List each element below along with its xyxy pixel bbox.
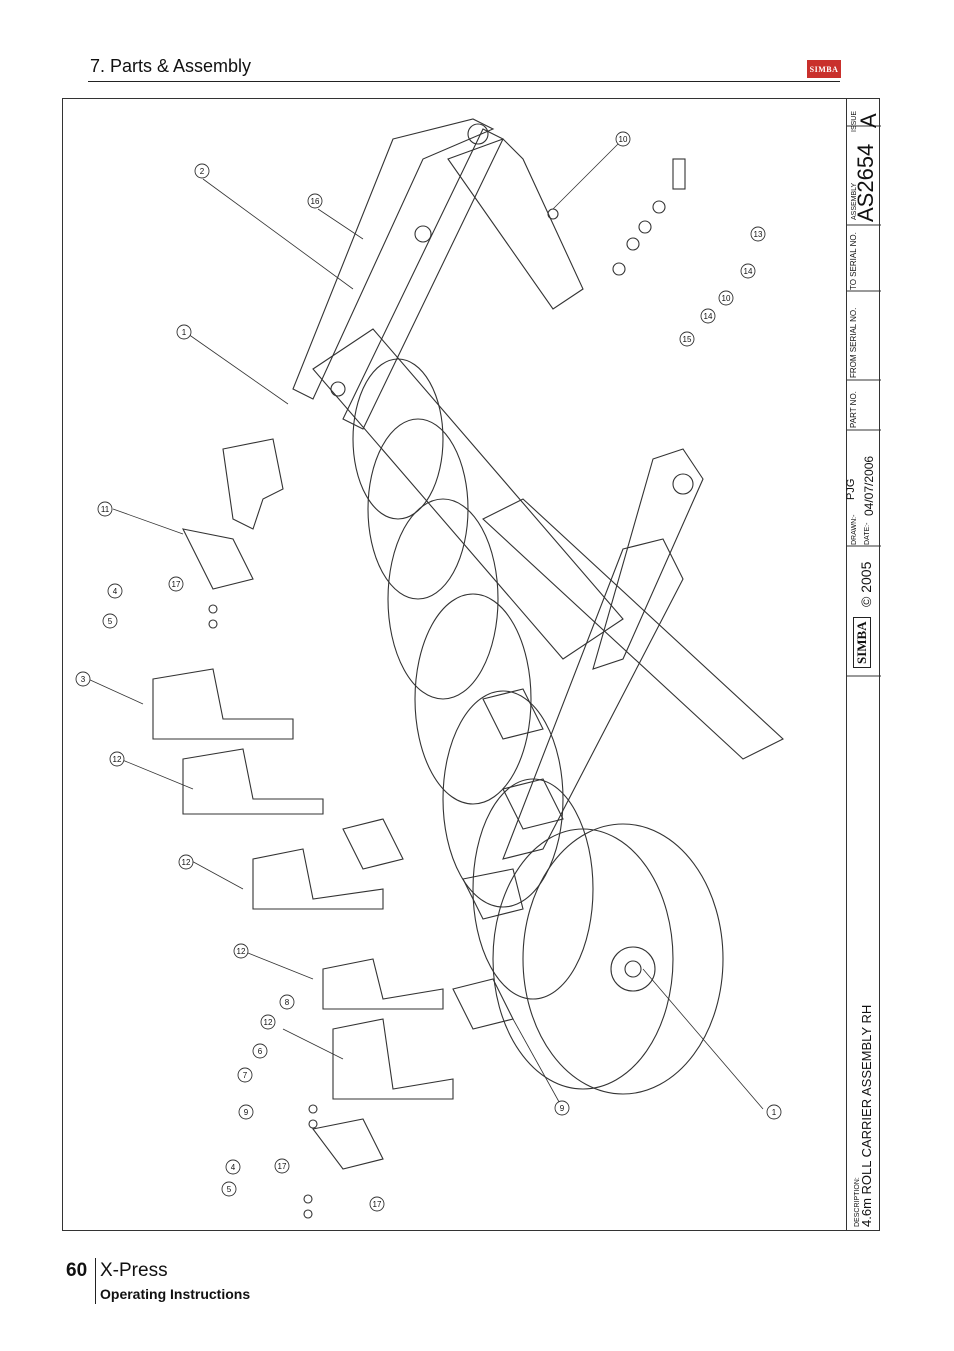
svg-text:2: 2 [200, 167, 205, 176]
page-number: 60 [66, 1260, 88, 1281]
callout-17-c: 17 [369, 1196, 385, 1212]
svg-text:16: 16 [311, 197, 320, 206]
svg-text:14: 14 [704, 312, 713, 321]
assembly-number: AS2654 [853, 143, 878, 222]
callout-1-top: 1 [176, 324, 192, 340]
section-title: 7. Parts & Assembly [90, 56, 252, 76]
pivot-small [330, 381, 346, 397]
svg-text:9: 9 [244, 1108, 249, 1117]
arm-upper [447, 138, 584, 310]
callout-4-b: 4 [225, 1159, 241, 1175]
svg-text:1: 1 [772, 1108, 777, 1117]
callout-13: 13 [750, 226, 766, 242]
callout-5-b: 5 [221, 1181, 237, 1197]
date-value: 04/07/2006 [862, 455, 876, 516]
svg-text:13: 13 [754, 230, 763, 239]
callout-12-a: 12 [109, 751, 125, 767]
callout-2: 2 [194, 163, 210, 179]
callout-15: 15 [679, 331, 695, 347]
svg-text:7: 7 [243, 1071, 248, 1080]
callout-14-a: 14 [740, 263, 756, 279]
title-block [846, 98, 881, 1231]
description-value: 4.6m ROLL CARRIER ASSEMBLY RH [859, 1004, 874, 1227]
drawn-value: PJG [845, 478, 857, 500]
callout-4-a: 4 [107, 583, 123, 599]
callout-17-a: 17 [168, 576, 184, 592]
callout-14-b: 14 [700, 308, 716, 324]
callout-1-b: 1 [766, 1104, 782, 1120]
svg-text:11: 11 [101, 505, 110, 514]
drawing-frame [62, 98, 880, 1231]
callout-6: 6 [252, 1043, 268, 1059]
drawn-label: DRAWN:- [851, 514, 858, 545]
svg-text:6: 6 [258, 1047, 263, 1056]
callout-12-d: 12 [260, 1014, 276, 1030]
document-subtitle: Operating Instructions [100, 1286, 251, 1302]
to-serial-label: TO SERIAL NO. [849, 232, 858, 290]
date-label: DATE:- [864, 522, 871, 545]
callout-9-b: 9 [554, 1100, 570, 1116]
part-no-label: PART NO. [849, 391, 858, 428]
pivot-mid [414, 225, 432, 243]
callout-3: 3 [75, 671, 91, 687]
callout-8: 8 [279, 994, 295, 1010]
arm-lower [592, 448, 704, 670]
callout-9-a: 9 [238, 1104, 254, 1120]
brand-logo: SIMBA [807, 60, 841, 78]
cross-beam-right [482, 498, 784, 760]
issue-value: A [856, 113, 881, 128]
assembly-drawing: 2 16 1 10 13 14 10 14 15 11 17 4 5 3 12 … [75, 118, 784, 1219]
fasteners [208, 158, 686, 1219]
svg-text:1: 1 [182, 328, 187, 337]
svg-text:9: 9 [560, 1104, 565, 1113]
main-frame-beam-long [342, 128, 504, 430]
bracket-group [152, 438, 564, 1170]
svg-text:12: 12 [237, 947, 246, 956]
callout-12-c: 12 [233, 943, 249, 959]
svg-text:4: 4 [231, 1163, 236, 1172]
callout-5-a: 5 [102, 613, 118, 629]
callout-7: 7 [237, 1067, 253, 1083]
svg-text:12: 12 [113, 755, 122, 764]
svg-text:3: 3 [81, 675, 86, 684]
main-frame-beam-upper [292, 118, 495, 400]
svg-text:12: 12 [264, 1018, 273, 1027]
svg-text:14: 14 [744, 267, 753, 276]
leader-lines [87, 138, 764, 1110]
svg-text:4: 4 [113, 587, 118, 596]
from-serial-label: FROM SERIAL NO. [849, 307, 858, 378]
simba-logo: SIMBA [853, 617, 871, 668]
callout-16: 16 [307, 193, 323, 209]
footer-divider [95, 1258, 96, 1304]
svg-text:10: 10 [722, 294, 731, 303]
callout-10-b: 10 [718, 290, 734, 306]
cross-beam-left [312, 328, 624, 660]
roll-discs [352, 358, 724, 1095]
svg-text:17: 17 [373, 1200, 382, 1209]
svg-text:17: 17 [172, 580, 181, 589]
svg-text:15: 15 [683, 335, 692, 344]
svg-text:17: 17 [278, 1162, 287, 1171]
callout-12-b: 12 [178, 854, 194, 870]
product-name: X-Press [100, 1260, 168, 1281]
callout-17-b: 17 [274, 1158, 290, 1174]
svg-text:8: 8 [285, 998, 290, 1007]
svg-text:10: 10 [619, 135, 628, 144]
pivot-upper [467, 123, 489, 145]
title-block-grid [847, 125, 881, 677]
header-rule [88, 81, 840, 82]
svg-text:12: 12 [182, 858, 191, 867]
callout-10-top: 10 [615, 131, 631, 147]
pivot-lower [672, 473, 694, 495]
svg-text:5: 5 [227, 1185, 232, 1194]
callout-11: 11 [97, 501, 113, 517]
long-drawbar [502, 538, 684, 860]
svg-text:5: 5 [108, 617, 113, 626]
copyright: © 2005 [858, 561, 874, 607]
